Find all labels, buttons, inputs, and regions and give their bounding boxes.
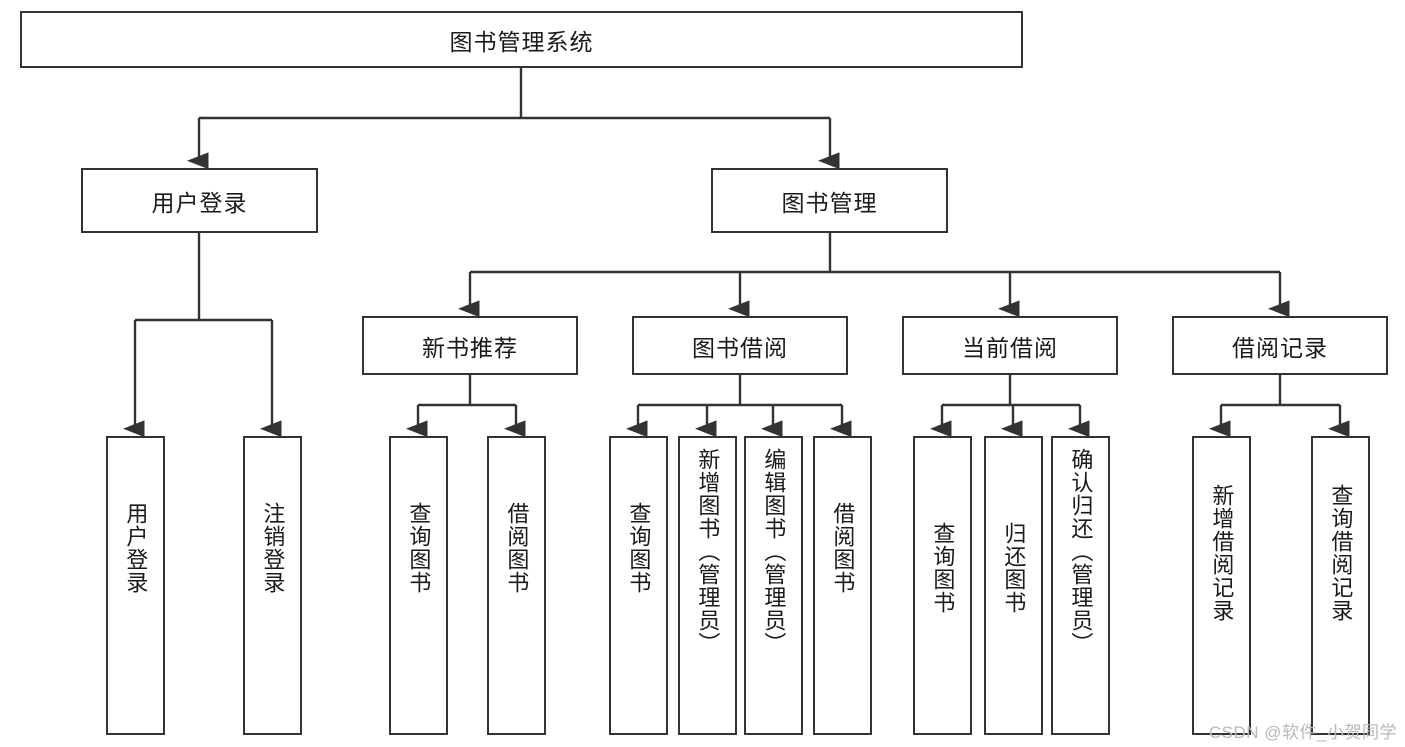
node-current-borrow[interactable]: 当前借阅 xyxy=(902,316,1118,375)
node-book-management[interactable]: 图书管理 xyxy=(711,168,948,233)
node-current-borrow-label: 当前借阅 xyxy=(962,334,1058,361)
node-leaf-add-borrow-record[interactable]: 新增借阅记录 xyxy=(1192,436,1251,735)
node-leaf-borrow-book-1-label: 借阅图书 xyxy=(504,502,530,594)
node-new-book-recommend-label: 新书推荐 xyxy=(422,334,518,361)
node-leaf-query-book-1[interactable]: 查询图书 xyxy=(389,436,448,735)
node-leaf-return-book[interactable]: 归还图书 xyxy=(984,436,1043,735)
node-borrow-records-label: 借阅记录 xyxy=(1232,334,1328,361)
node-user-login[interactable]: 用户登录 xyxy=(81,168,318,233)
node-leaf-query-book-2[interactable]: 查询图书 xyxy=(609,436,668,735)
node-root-label: 图书管理系统 xyxy=(449,28,594,55)
node-book-borrow[interactable]: 图书借阅 xyxy=(632,316,848,375)
node-leaf-borrow-book-2-label: 借阅图书 xyxy=(830,502,856,594)
node-leaf-user-login[interactable]: 用户登录 xyxy=(106,436,165,735)
node-leaf-query-book-3[interactable]: 查询图书 xyxy=(913,436,972,735)
node-leaf-logout[interactable]: 注销登录 xyxy=(243,436,302,735)
node-leaf-return-book-label: 归还图书 xyxy=(1001,522,1027,614)
node-leaf-edit-book-admin-label: 编辑图书（管理员） xyxy=(761,448,787,655)
node-borrow-records[interactable]: 借阅记录 xyxy=(1172,316,1388,375)
node-new-book-recommend[interactable]: 新书推荐 xyxy=(362,316,578,375)
node-user-login-label: 用户登录 xyxy=(151,189,248,216)
node-leaf-edit-book-admin[interactable]: 编辑图书（管理员） xyxy=(744,436,803,735)
node-leaf-confirm-return-admin-label: 确认归还（管理员） xyxy=(1068,448,1094,655)
node-leaf-borrow-book-1[interactable]: 借阅图书 xyxy=(487,436,546,735)
node-leaf-borrow-book-2[interactable]: 借阅图书 xyxy=(813,436,872,735)
node-leaf-query-book-2-label: 查询图书 xyxy=(626,502,652,594)
node-leaf-query-book-1-label: 查询图书 xyxy=(406,502,432,594)
node-book-management-label: 图书管理 xyxy=(781,189,878,216)
node-leaf-add-borrow-record-label: 新增借阅记录 xyxy=(1209,484,1235,622)
node-root[interactable]: 图书管理系统 xyxy=(20,11,1023,68)
node-leaf-user-login-label: 用户登录 xyxy=(123,502,149,594)
node-leaf-query-book-3-label: 查询图书 xyxy=(930,522,956,614)
node-leaf-add-book-admin-label: 新增图书（管理员） xyxy=(695,448,721,655)
node-leaf-query-borrow-record[interactable]: 查询借阅记录 xyxy=(1311,436,1370,735)
watermark-text: CSDN @软件_小贺同学 xyxy=(1208,723,1397,742)
node-book-borrow-label: 图书借阅 xyxy=(692,334,788,361)
node-leaf-query-borrow-record-label: 查询借阅记录 xyxy=(1328,484,1354,622)
node-leaf-logout-label: 注销登录 xyxy=(260,502,286,594)
node-leaf-confirm-return-admin[interactable]: 确认归还（管理员） xyxy=(1051,436,1110,735)
node-leaf-add-book-admin[interactable]: 新增图书（管理员） xyxy=(678,436,737,735)
